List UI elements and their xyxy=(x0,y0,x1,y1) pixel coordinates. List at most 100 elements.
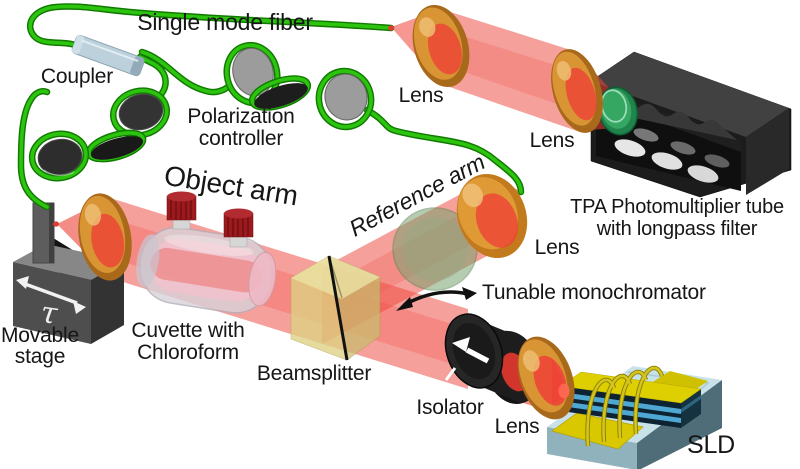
detection-beam-core xyxy=(441,29,577,111)
pmt-dynode-white-2 xyxy=(651,152,683,170)
lens-object-arm xyxy=(78,193,132,281)
single-mode-fiber-path xyxy=(28,4,393,48)
isolator-label: Isolator xyxy=(416,396,484,419)
polarization-label-line1: Polarization xyxy=(187,105,295,128)
cuvette-liquid xyxy=(150,238,262,302)
paddle-disc-edge xyxy=(90,136,144,160)
pmt-dynode-gray-1 xyxy=(633,128,659,142)
cuvette-label: Cuvette with Chloroform xyxy=(131,320,244,364)
pmt-label-line1: TPA Photomultiplier tube xyxy=(570,196,784,218)
pmt-baffle-wave xyxy=(625,102,737,140)
paddle-disc xyxy=(37,138,83,176)
arrow-head-right xyxy=(462,287,477,300)
isolator-tick xyxy=(444,367,457,381)
lens-label-sld: Lens xyxy=(494,415,540,438)
cuvette-label-line1: Cuvette with xyxy=(131,319,245,342)
coupler-end-right xyxy=(130,56,145,76)
cuvette xyxy=(136,191,277,314)
sld-label: SLD xyxy=(686,431,736,459)
stage-arrow-shaft xyxy=(24,282,78,305)
optical-isolator xyxy=(444,313,542,404)
cuvette-beam-through xyxy=(150,247,262,293)
lens-label-reference: Lens xyxy=(534,236,580,259)
coupler-highlight xyxy=(81,39,139,63)
cuvette-highlight xyxy=(164,234,254,256)
paddle-disc xyxy=(324,73,368,121)
lens-label-output-1: Lens xyxy=(398,84,444,107)
single-mode-fiber-label: Single mode fiber xyxy=(137,9,313,35)
lens-highlight xyxy=(522,350,540,372)
detection-beam xyxy=(441,9,577,131)
stage-right-face xyxy=(91,261,124,344)
movable-stage-label: Movable stage xyxy=(1,325,79,367)
fiber-network xyxy=(17,3,525,227)
polarization-controller-right xyxy=(223,41,375,131)
lens-highlight xyxy=(84,203,102,226)
lens-reference-arm xyxy=(456,173,528,259)
beamsplitter-cube xyxy=(290,255,381,361)
beamsplitter-top-face xyxy=(291,256,380,299)
isolator-arrow-shaft xyxy=(465,347,490,364)
stage-post-shade xyxy=(49,203,54,263)
cuvette-right-window xyxy=(248,251,277,307)
fiber-tip-output xyxy=(388,25,394,31)
paddle-ring xyxy=(317,69,373,129)
movable-stage-label-line2: stage xyxy=(14,345,66,368)
fiber-tip-object xyxy=(53,221,59,227)
tunable-monochromator-label: Tunable monochromator xyxy=(482,281,706,304)
cuvette-label-line2: Chloroform xyxy=(137,341,239,364)
sld-front-pad xyxy=(551,412,644,450)
movable-stage-label-line1: Movable xyxy=(1,324,79,347)
lens-output-2 xyxy=(551,49,603,133)
polarization-label-line2: controller xyxy=(198,127,284,150)
lens-output-1 xyxy=(412,4,470,88)
lens-beam-spot xyxy=(565,67,597,121)
monochromator-tuning-arrow xyxy=(396,287,477,311)
reference-fiber-to-lens xyxy=(365,108,523,194)
lens-highlight xyxy=(462,183,484,208)
tunable-monochromator-disc xyxy=(392,207,478,291)
longpass-filter-window xyxy=(597,86,639,136)
paddle-disc-edge xyxy=(254,83,308,109)
lens-beam-spot xyxy=(91,213,125,268)
paddle-disc xyxy=(118,93,164,131)
lens-label-output-2: Lens xyxy=(529,129,575,152)
stage-arrow-right-head xyxy=(73,301,86,314)
sld-chip xyxy=(547,365,722,469)
paddle-ring xyxy=(30,132,88,180)
fiber-coupler xyxy=(71,34,145,77)
pmt-label: TPA Photomultiplier tube with longpass f… xyxy=(570,196,784,240)
lens-beam-spot xyxy=(475,193,518,248)
cuvette-cap-1 xyxy=(166,191,197,230)
pmt-top-face xyxy=(591,52,789,137)
lens-beam-spot xyxy=(428,23,462,75)
object-fiber-path xyxy=(19,89,49,209)
pmt-dynode-white-3 xyxy=(687,165,719,183)
beamsplitter-diagonal xyxy=(327,255,349,361)
reference-fiber-from-coupler xyxy=(140,50,230,94)
pmt-dynode-gray-2 xyxy=(670,141,696,155)
isolator-arrow-head xyxy=(452,337,470,352)
pmt-dynode-gray-3 xyxy=(704,154,730,168)
lens-highlight xyxy=(419,17,436,37)
sld-front-face xyxy=(547,427,637,469)
coupler-end-left xyxy=(71,35,85,55)
sld-facet-glow xyxy=(558,383,570,399)
arrow-head-left xyxy=(396,297,413,311)
tau-delay-symbol: τ xyxy=(38,295,60,332)
lens-highlight xyxy=(556,61,572,81)
paddle-ring xyxy=(111,88,169,138)
stage-front-face xyxy=(13,262,91,344)
paddle-highlight xyxy=(43,169,75,177)
pmt-dynode-white-1 xyxy=(614,139,646,157)
pmt-right-face xyxy=(746,108,789,195)
cuvette-left-window xyxy=(136,234,160,288)
stage-arrow-left-head xyxy=(16,276,29,289)
polarization-controller-left xyxy=(28,87,170,182)
cuvette-cap-2 xyxy=(223,208,254,248)
sld-bond-wires xyxy=(585,365,665,447)
beamsplitter-label: Beamsplitter xyxy=(256,362,372,385)
coupler-label: Coupler xyxy=(40,65,114,88)
